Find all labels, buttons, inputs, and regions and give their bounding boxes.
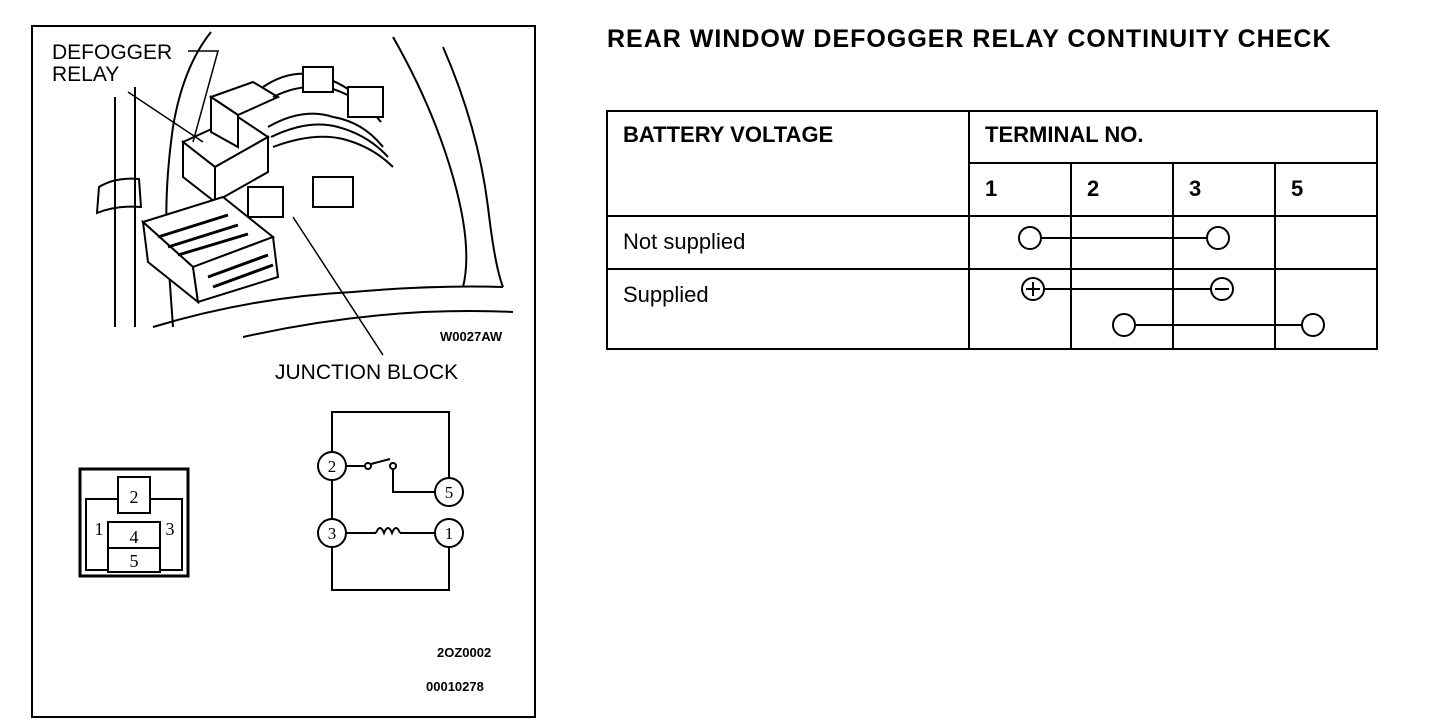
wiring-harness (247, 66, 394, 218)
defogger-relay-label-line1: DEFOGGER (52, 41, 173, 64)
row-not-supplied-continuity-1-3 (1018, 226, 1230, 250)
relay-drawing (181, 80, 281, 205)
connector-pin-3: 3 (166, 519, 175, 539)
schematic-terminal-labels: 2 5 3 1 (328, 457, 454, 543)
photo-code: W0027AW (440, 329, 503, 344)
row-supplied-label: Supplied (623, 282, 709, 307)
row-not-supplied-label: Not supplied (623, 229, 746, 254)
illustration-panel: 2 1 4 3 5 2 5 3 1 (31, 25, 536, 718)
terminal-1-header: 1 (985, 176, 998, 201)
schematic-terminal-3: 3 (328, 524, 337, 543)
figure-code-2: 00010278 (426, 679, 484, 694)
leader-lines (127, 50, 384, 356)
junction-block-label: JUNCTION BLOCK (275, 361, 459, 384)
junction-block-drawing (141, 195, 280, 305)
terminal-5-header: 5 (1291, 176, 1304, 201)
table-grid (606, 110, 1378, 350)
continuity-table: BATTERY VOLTAGE TERMINAL NO. 1 2 3 5 Not… (606, 110, 1378, 350)
schematic-terminal-1: 1 (445, 524, 454, 543)
connector-pin-5: 5 (130, 551, 139, 571)
connector-pin-2: 2 (130, 487, 139, 507)
header-terminal-no: TERMINAL NO. (985, 122, 1144, 147)
pillar-drawing (95, 87, 143, 327)
terminal-3-header: 3 (1189, 176, 1202, 201)
figure-code-1: 2OZ0002 (437, 645, 492, 660)
relay-schematic (317, 411, 464, 591)
page-title: REAR WINDOW DEFOGGER RELAY CONTINUITY CH… (607, 25, 1332, 53)
schematic-terminal-2: 2 (328, 457, 337, 476)
row-supplied-continuity-1-3 (1021, 277, 1234, 301)
relay-connector-diagram (78, 467, 190, 578)
connector-pin-1: 1 (95, 519, 104, 539)
connector-pin-labels: 2 1 4 3 5 (95, 487, 175, 571)
continuity-marks (1018, 226, 1325, 337)
terminal-2-header: 2 (1087, 176, 1100, 201)
schematic-terminal-5: 5 (445, 483, 454, 502)
connector-pin-4: 4 (130, 527, 139, 547)
header-battery-voltage: BATTERY VOLTAGE (623, 122, 834, 147)
defogger-relay-label-line2: RELAY (52, 63, 120, 86)
relay-location-illustration: 2 1 4 3 5 2 5 3 1 (78, 31, 514, 591)
row-supplied-continuity-2-5 (1112, 313, 1325, 337)
